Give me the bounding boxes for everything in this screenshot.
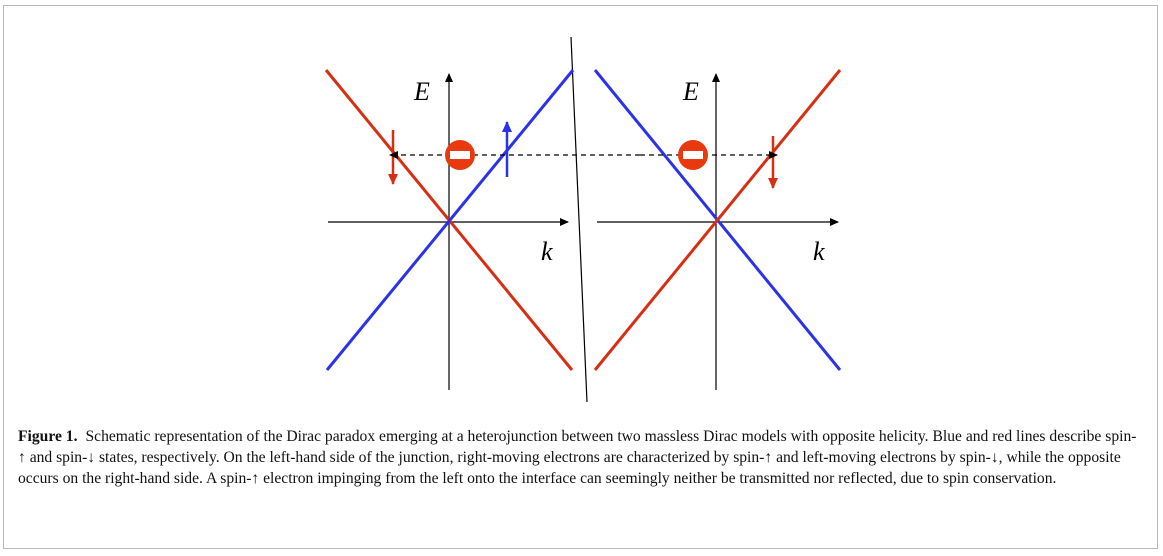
right-energy-label: E <box>682 77 699 106</box>
right-spin-down-band <box>593 69 842 371</box>
left-spin-up-band <box>325 69 575 371</box>
right-panel: E k <box>593 69 842 390</box>
figure-caption: Figure 1.Schematic representation of the… <box>18 426 1138 489</box>
right-momentum-label: k <box>813 237 825 266</box>
left-energy-label: E <box>413 77 430 106</box>
caption-text: Schematic representation of the Dirac pa… <box>18 428 1137 487</box>
left-panel: E k <box>324 69 575 390</box>
left-momentum-label: k <box>541 237 553 266</box>
no-entry-icon <box>445 140 475 170</box>
junction-line <box>570 36 588 403</box>
figure-frame <box>3 5 1158 549</box>
no-entry-icon <box>678 140 708 170</box>
dirac-paradox-figure: E k E k <box>324 36 842 403</box>
caption-label: Figure 1. <box>18 428 78 445</box>
